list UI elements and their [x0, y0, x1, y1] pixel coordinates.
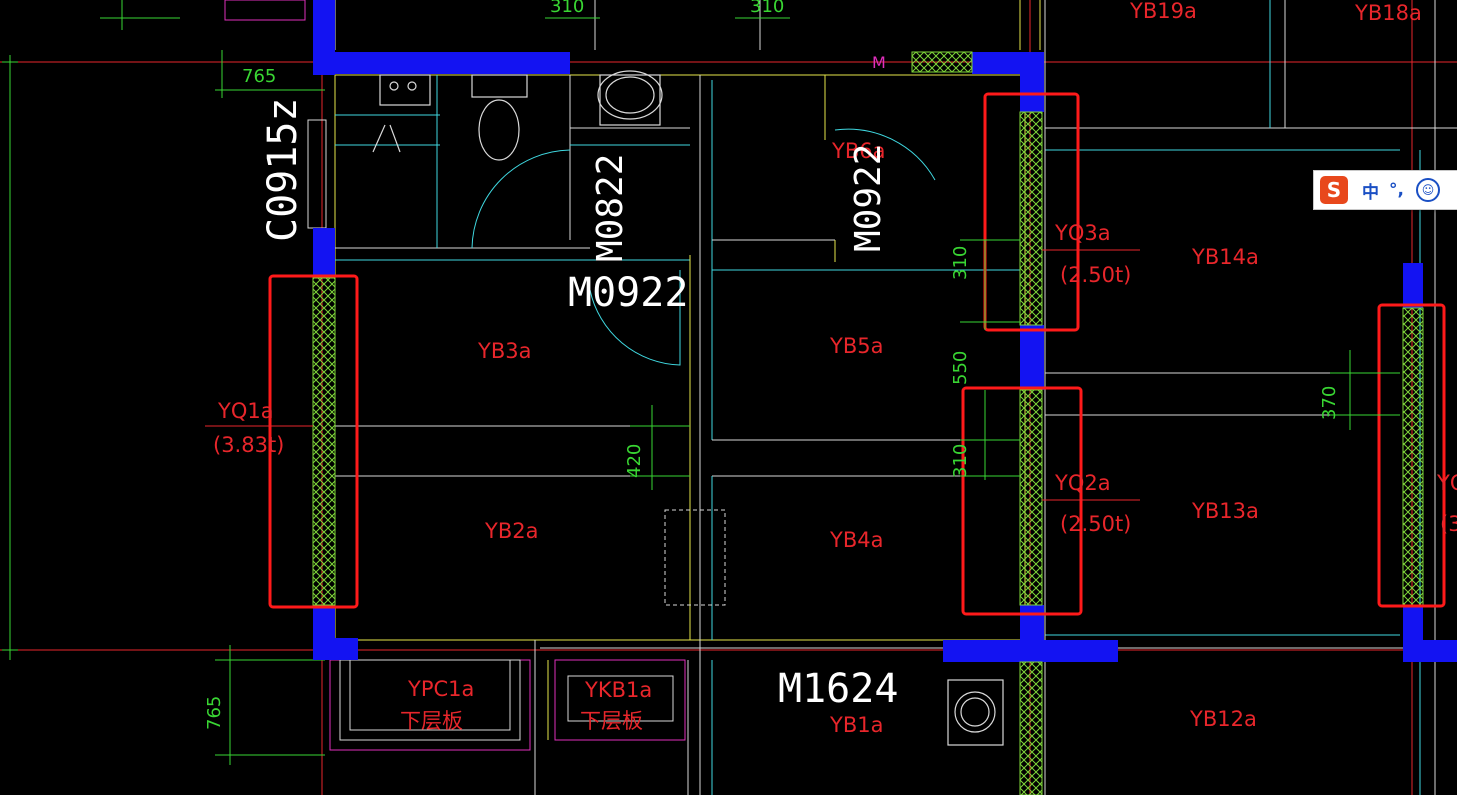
label-m0822: M0822: [590, 154, 631, 262]
dim-310-top-left: 310: [550, 0, 584, 17]
ime-punctuation-toggle[interactable]: °,: [1389, 180, 1404, 200]
dimension-ticks: [545, 17, 1400, 490]
label-c0915z: C0915z: [260, 98, 306, 243]
fixtures: [372, 70, 1004, 746]
label-yq1a: YQ1a: [217, 399, 274, 423]
ime-language-toggle[interactable]: 中: [1362, 182, 1379, 203]
highlight-box-right: [1377, 303, 1446, 608]
highlight-boxes[interactable]: [268, 92, 1446, 616]
label-yb4a: YB4a: [829, 528, 883, 552]
label-yq-right: YQ: [1436, 471, 1457, 495]
label-yb1a: YB1a: [829, 713, 883, 737]
label-yb6a: YB6a: [831, 139, 885, 163]
label-yb19a: YB19a: [1129, 0, 1197, 23]
dim-550: 550: [950, 351, 971, 385]
label-ypc1a: YPC1a: [407, 677, 474, 701]
label-m-small: M: [872, 53, 886, 72]
dim-310-top-mid: 310: [750, 0, 784, 17]
label-yb12a: YB12a: [1189, 707, 1257, 731]
label-yb2a: YB2a: [484, 519, 538, 543]
dim-370: 370: [1319, 386, 1340, 420]
label-yq1a-weight: (3.83t): [213, 433, 284, 457]
label-yq3a-weight: (2.50t): [1060, 263, 1131, 287]
tag-leaders: [205, 249, 1140, 501]
highlight-box-yq2a: [961, 386, 1083, 616]
door-arcs: [471, 128, 936, 366]
label-ykb1a: YKB1a: [584, 678, 652, 702]
ime-toolbar[interactable]: S 中 °, ☺: [1313, 170, 1457, 210]
dim-420: 420: [624, 444, 645, 478]
label-m0922-vertical: M0922: [848, 144, 889, 252]
label-yq-right-weight: (3: [1440, 512, 1457, 536]
label-yb18a: YB18a: [1354, 1, 1422, 25]
dim-765-bottom: 765: [204, 696, 225, 730]
label-yb14a: YB14a: [1191, 245, 1259, 269]
label-yb3a: YB3a: [477, 339, 531, 363]
label-yb13a: YB13a: [1191, 499, 1259, 523]
label-yb5a: YB5a: [829, 334, 883, 358]
label-yq2a: YQ2a: [1054, 471, 1111, 495]
label-ykb1a-sub: 下层板: [580, 709, 643, 733]
dim-310-lower: 310: [950, 444, 971, 478]
sogou-logo-icon[interactable]: S: [1320, 176, 1348, 204]
label-yq3a: YQ3a: [1054, 221, 1111, 245]
emoji-icon[interactable]: ☺: [1415, 178, 1440, 202]
dim-310-upper: 310: [950, 246, 971, 280]
highlight-box-yq3a: [983, 92, 1080, 332]
highlight-box-yq1a: [268, 274, 359, 609]
left-dimension-line: [2, 0, 325, 765]
label-m0922: M0922: [568, 270, 688, 316]
hatched-walls: [312, 51, 1424, 795]
label-m1624: M1624: [778, 666, 898, 712]
dim-765-top: 765: [242, 66, 276, 87]
label-yq2a-weight: (2.50t): [1060, 512, 1131, 536]
walls: [313, 0, 1457, 662]
label-ypc1a-sub: 下层板: [400, 709, 463, 733]
